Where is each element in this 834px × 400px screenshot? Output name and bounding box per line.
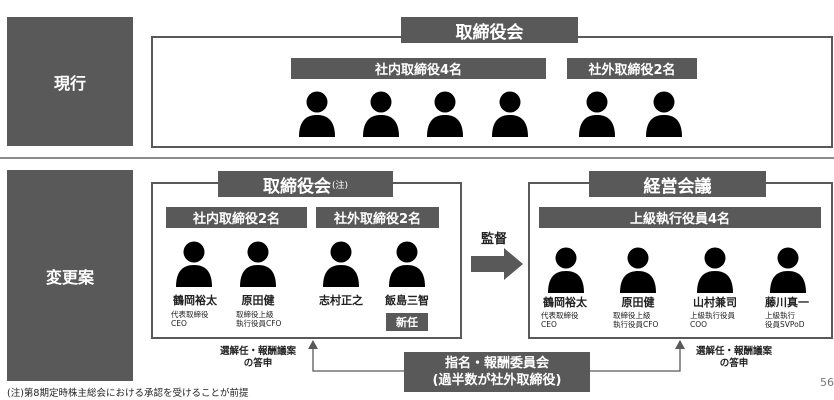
executive-name: 山村兼司: [693, 296, 737, 309]
current-section-label: 現行: [7, 17, 133, 146]
executive-role: 代表取締役 CEO: [541, 311, 579, 329]
left-report-label: 選解任・報酬議案 の答申: [219, 346, 296, 369]
executive-officers-header: 上級執行役員4名: [539, 207, 821, 228]
committee-name: 指名・報酬委員会: [444, 356, 549, 371]
proposal-section-label: 変更案: [7, 170, 133, 381]
supervise-label: 監督: [480, 232, 507, 247]
executive-name: 鶴岡裕太: [543, 296, 587, 309]
board-member-role: 代表取締役 CEO: [171, 310, 209, 328]
nomination-compensation-committee: 指名・報酬委員会 (過半数が社外取締役): [404, 352, 590, 392]
current-label-text: 現行: [53, 73, 86, 93]
proposal-label-text: 変更案: [45, 267, 94, 287]
right-report-label: 選解任・報酬議案 の答申: [695, 346, 772, 369]
page-number: 56: [820, 376, 834, 389]
current-inside-header-text: 社内取締役4名: [374, 63, 463, 78]
current-board-title-text: 取締役会: [455, 22, 524, 43]
proposal-board-note: (注): [331, 180, 349, 191]
board-member-name: 飯島三智: [385, 294, 429, 307]
current-inside-header: 社内取締役4名: [291, 58, 546, 79]
management-meeting-title-text: 経営会議: [643, 176, 712, 197]
committee-composition: (過半数が社外取締役): [432, 373, 562, 388]
board-member-name: 志村正之: [319, 294, 363, 307]
board-member-name: 原田健: [241, 294, 275, 307]
executive-name: 原田健: [621, 296, 655, 309]
proposal-outside-header-text: 社外取締役2名: [333, 212, 422, 227]
new-appointment-badge: 新任: [386, 313, 428, 331]
executive-role: 上級執行 役員SVPoD: [765, 311, 805, 329]
supervise-arrow-icon: [471, 248, 523, 280]
proposal-board-title-text: 取締役会: [262, 176, 331, 197]
executive-name: 藤川真一: [765, 296, 809, 309]
proposal-board-title: 取締役会(注): [218, 171, 393, 197]
board-member-role: 取締役上級 執行役員CFO: [236, 310, 282, 328]
section-divider: [0, 157, 834, 159]
footnote: (注)第8期定時株主総会における承認を受けることが前提: [7, 388, 249, 399]
current-board-frame: [151, 36, 833, 148]
proposal-outside-header: 社外取締役2名: [316, 207, 439, 228]
executive-role: 取締役上級 執行役員CFO: [613, 311, 659, 329]
proposal-inside-header-text: 社内取締役2名: [192, 212, 281, 227]
current-board-title: 取締役会: [401, 17, 578, 43]
new-badge-text: 新任: [396, 316, 418, 329]
current-outside-header-text: 社外取締役2名: [588, 63, 676, 78]
current-outside-header: 社外取締役2名: [567, 58, 697, 79]
board-member-name: 鶴岡裕太: [173, 294, 217, 307]
proposal-inside-header: 社内取締役2名: [166, 207, 307, 228]
executive-officers-header-text: 上級執行役員4名: [629, 212, 731, 227]
executive-role: 上級執行役員 COO: [690, 311, 735, 329]
management-meeting-title: 経営会議: [589, 171, 766, 197]
